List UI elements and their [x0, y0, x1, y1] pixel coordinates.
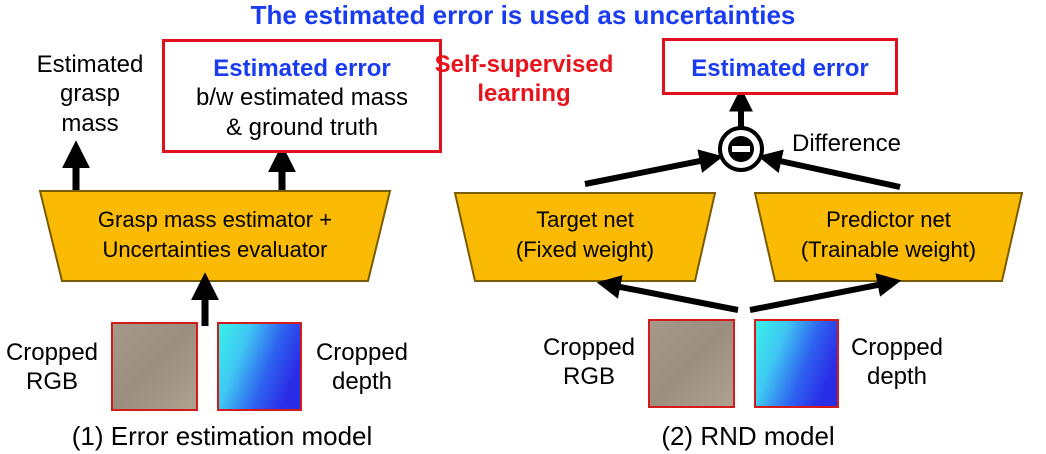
depth-label-line: depth — [331, 368, 393, 396]
depth-label-line: Cropped — [850, 334, 944, 361]
input-to-target-arrow — [596, 275, 739, 313]
left-depth-label: Cropped depth — [316, 338, 408, 397]
grasp-mass-output-label: Estimated grasp mass — [37, 50, 144, 138]
rgb-label-line: Cropped — [5, 339, 99, 366]
predictor-net-trapezoid — [753, 192, 1024, 282]
output-label-line: grasp — [59, 80, 121, 108]
estimator-label-line: Grasp mass estimator + — [97, 207, 333, 232]
estimator-label: Grasp mass estimator + Uncertainties eva… — [62, 205, 368, 264]
error-box-heading: Estimated error — [213, 55, 391, 82]
target-net-line: Target net — [536, 207, 634, 232]
rgb-label-line: RGB — [25, 368, 78, 396]
input-to-predictor-arrow — [749, 273, 902, 313]
rgb-label-line: Cropped — [542, 334, 636, 361]
diagram-title: The estimated error is used as uncertain… — [250, 0, 796, 30]
target-net-trapezoid — [453, 192, 717, 282]
left-depth-swatch — [217, 322, 302, 411]
left-rgb-swatch — [111, 322, 198, 411]
target-to-difference-arrow — [584, 149, 724, 187]
right-rgb-swatch — [648, 319, 735, 408]
left-rgb-label: Cropped RGB — [6, 338, 98, 397]
left-estimated-error-box: Estimated error b/w estimated mass & gro… — [162, 39, 442, 153]
ssl-label-line: learning — [477, 80, 571, 108]
difference-node-icon — [718, 126, 764, 172]
depth-label-line: depth — [866, 363, 928, 391]
predictor-to-difference-arrow — [757, 149, 901, 190]
right-error-box-text: Estimated error — [691, 55, 869, 82]
right-caption: (2) RND model — [661, 421, 835, 451]
right-depth-label: Cropped depth — [851, 333, 943, 392]
right-rgb-label: Cropped RGB — [543, 333, 635, 392]
output-label-line: Estimated — [36, 51, 144, 78]
difference-label: Difference — [792, 130, 901, 157]
predictor-net-line: Predictor net — [826, 207, 951, 232]
right-estimated-error-box: Estimated error — [662, 38, 898, 95]
depth-label-line: Cropped — [315, 339, 409, 366]
right-depth-swatch — [754, 319, 839, 408]
estimator-label-line: Uncertainties evaluator — [102, 236, 328, 262]
self-supervised-label: Self-supervised learning — [435, 50, 614, 109]
predictor-net-line: (Trainable weight) — [800, 236, 977, 262]
rgb-label-line: RGB — [562, 363, 615, 391]
ssl-label-line: Self-supervised — [434, 51, 614, 78]
left-caption: (1) Error estimation model — [71, 421, 373, 451]
estimator-trapezoid — [38, 190, 392, 282]
target-net-line: (Fixed weight) — [515, 236, 655, 262]
target-net-label: Target net (Fixed weight) — [475, 205, 695, 264]
error-box-line: b/w estimated mass — [195, 84, 409, 112]
predictor-net-label: Predictor net (Trainable weight) — [775, 205, 1002, 264]
output-label-line: mass — [61, 109, 119, 137]
error-box-line: & ground truth — [225, 113, 379, 141]
